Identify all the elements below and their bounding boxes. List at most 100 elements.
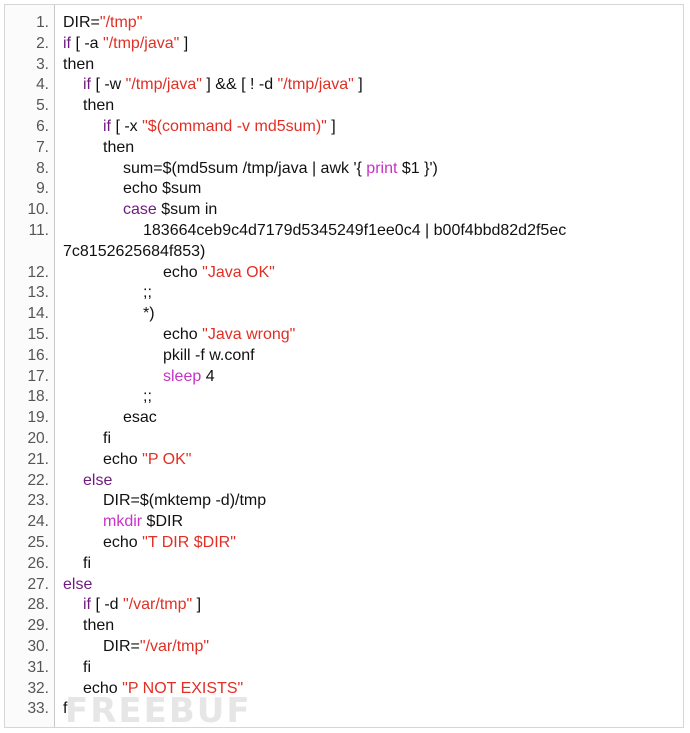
code-token: esac	[123, 409, 157, 427]
code-token: [ -d	[91, 596, 124, 614]
code-token: ]	[353, 76, 363, 94]
line-number: 18.	[27, 388, 49, 406]
string-token: "$(command -v md5sum)"	[142, 117, 327, 135]
code-text: 183664ceb9c4d7179d5345249f1ee0c4 | b00f4…	[63, 221, 675, 242]
code-token: fi	[63, 700, 71, 718]
code-line: 23. DIR=$(mktemp -d)/tmp	[5, 491, 683, 512]
code-text: then	[63, 616, 675, 637]
keyword-token: case	[123, 201, 157, 219]
code-line: 4.if [ -w "/tmp/java" ] && [ ! -d "/tmp/…	[5, 75, 683, 96]
line-number: 25.	[27, 533, 49, 551]
code-token: $sum in	[156, 201, 218, 219]
line-number: 12.	[27, 263, 49, 281]
line-number: 21.	[27, 450, 49, 468]
code-token: sum=$(md5sum /tmp/java | awk '{	[123, 159, 367, 177]
code-line: 16. pkill -f w.conf	[5, 346, 683, 367]
keyword-token: if	[83, 596, 91, 614]
code-token: echo	[83, 679, 123, 697]
line-number: 3.	[36, 55, 49, 73]
code-token: ]	[326, 117, 336, 135]
code-token: ;;	[143, 388, 152, 406]
line-number: 33.	[27, 700, 49, 718]
line-number: 2.	[36, 34, 49, 52]
line-number: 9.	[36, 180, 49, 198]
line-number: 26.	[27, 554, 49, 572]
string-token: "/tmp/java"	[277, 76, 354, 94]
line-number: 28.	[27, 596, 49, 614]
code-token: [ -a	[71, 34, 104, 52]
code-text: if [ -x "$(command -v md5sum)" ]	[63, 117, 675, 138]
line-number: 23.	[27, 492, 49, 510]
code-token: then	[103, 138, 135, 156]
code-line: 3. then	[5, 55, 683, 76]
code-line: 1.DIR="/tmp"	[5, 13, 683, 34]
code-text: else	[63, 471, 675, 492]
line-number: 16.	[27, 346, 49, 364]
line-number: 31.	[27, 658, 49, 676]
code-line: 9. echo $sum	[5, 179, 683, 200]
code-line: 25.echo "T DIR $DIR"	[5, 533, 683, 554]
code-text: echo "P NOT EXISTS"	[63, 679, 675, 700]
code-line: 13.;;	[5, 283, 683, 304]
wrapped-code-text: 7c8152625684f853)	[63, 242, 206, 260]
code-text: else	[63, 575, 675, 596]
line-number: 13.	[27, 284, 49, 302]
code-text: fi	[63, 554, 675, 575]
code-text: ;;	[63, 283, 675, 304]
line-number: 11.	[28, 221, 49, 239]
code-text: echo $sum	[63, 179, 675, 200]
code-lines: 1.DIR="/tmp"2. if [ -a "/tmp/java" ] 3. the…	[5, 13, 683, 720]
code-text: case $sum in	[63, 200, 675, 221]
code-line: 30.DIR="/var/tmp"	[5, 637, 683, 658]
line-number: 29.	[27, 617, 49, 635]
line-number: 1.	[36, 14, 49, 31]
line-number: 15.	[27, 325, 49, 343]
keyword-token: else	[63, 575, 93, 593]
code-line: 6.if [ -x "$(command -v md5sum)" ]	[5, 117, 683, 138]
code-token: *)	[143, 305, 155, 323]
line-number: 8.	[36, 159, 49, 177]
code-token: ]	[179, 34, 189, 52]
code-token: DIR=$(mktemp -d)/tmp	[103, 492, 267, 510]
code-block: 1.DIR="/tmp"2. if [ -a "/tmp/java" ] 3. the…	[4, 4, 684, 728]
code-token: fi	[83, 554, 91, 572]
code-token: $DIR	[142, 513, 184, 531]
string-token: "P NOT EXISTS"	[122, 679, 244, 697]
code-line: 10.case $sum in	[5, 200, 683, 221]
code-token: pkill -f w.conf	[163, 346, 255, 364]
code-token: then	[63, 55, 95, 73]
string-token: "/tmp/java"	[125, 76, 202, 94]
keyword-token: if	[63, 34, 71, 52]
code-text: pkill -f w.conf	[63, 346, 675, 367]
code-token: 183664ceb9c4d7179d5345249f1ee0c4 | b00f4…	[143, 221, 567, 239]
code-text: then	[63, 55, 675, 76]
line-number: 4.	[36, 76, 49, 94]
line-number: 20.	[27, 429, 49, 447]
code-text: then	[63, 96, 675, 117]
code-line: 20.fi	[5, 429, 683, 450]
code-token: ;;	[143, 284, 152, 302]
code-line: 21.echo "P OK"	[5, 450, 683, 471]
line-number: 14.	[27, 305, 49, 323]
keyword-token: sleep	[163, 367, 202, 385]
string-token: "/var/tmp"	[123, 596, 193, 614]
code-token: then	[83, 617, 115, 635]
code-text: ;;	[63, 387, 675, 408]
code-token: echo	[103, 533, 143, 551]
line-number: 32.	[27, 679, 49, 697]
keyword-token: if	[83, 76, 91, 94]
code-text: mkdir $DIR	[63, 512, 675, 533]
code-token: $1 }')	[397, 159, 438, 177]
keyword-token: print	[366, 159, 398, 177]
line-number: 5.	[36, 97, 49, 115]
code-text: fi	[63, 699, 675, 720]
code-text: esac	[63, 408, 675, 429]
keyword-token: mkdir	[103, 513, 143, 531]
string-token: "Java OK"	[202, 263, 275, 281]
code-token: echo	[163, 263, 203, 281]
line-number-gutter	[5, 5, 55, 727]
code-text: if [ -d "/var/tmp" ]	[63, 595, 675, 616]
code-line: 33. fi	[5, 699, 683, 720]
code-text: echo "Java OK"	[63, 263, 675, 284]
line-number: 7.	[36, 138, 49, 156]
